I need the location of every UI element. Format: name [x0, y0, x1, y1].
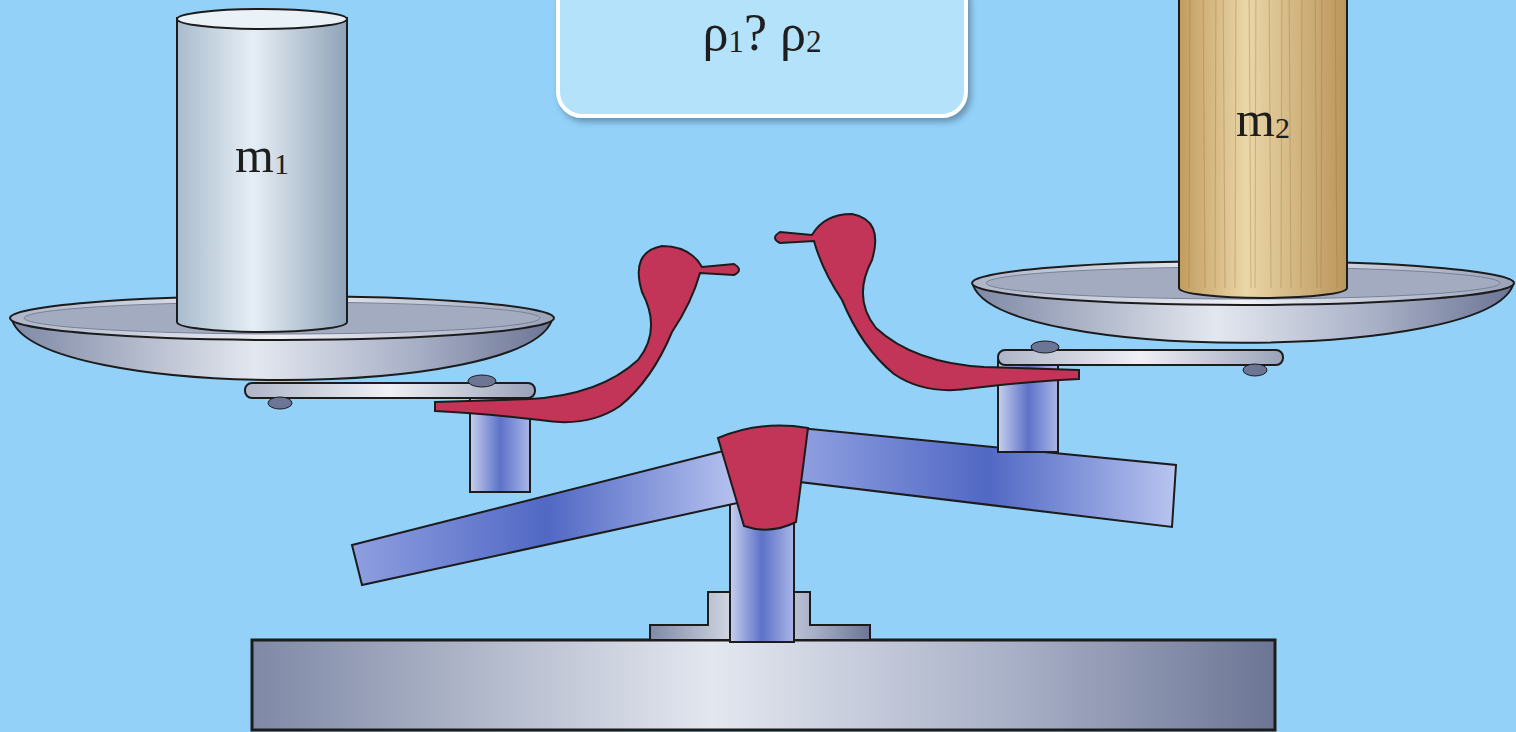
wood-grain [1203, 0, 1205, 288]
cylinder-body [1179, 0, 1347, 298]
cylinder-top [177, 9, 347, 29]
wood-grain [1189, 0, 1190, 288]
mass-cylinder: m2 [1178, 0, 1348, 300]
wood-grain [1321, 0, 1322, 288]
bolt [1031, 341, 1059, 353]
question-box: ρ1? ρ2 [556, 0, 968, 118]
beam-pivot [718, 426, 808, 530]
mass-label: m1 [176, 126, 348, 193]
question-text: ρ1? ρ2 [560, 3, 964, 72]
wood-grain [1281, 0, 1282, 288]
wood-grain [1235, 0, 1236, 288]
wood-grain [1301, 0, 1302, 288]
scale-base [252, 640, 1275, 730]
mass-label: m2 [1178, 90, 1348, 157]
wood-grain [1289, 0, 1291, 288]
cylinder-outline [1178, 0, 1348, 300]
beam-right-arm [800, 428, 1176, 527]
wood-grain [1223, 0, 1225, 288]
wood-grain [1335, 0, 1337, 288]
wood-grain [1215, 0, 1216, 288]
mass-cylinder: m1 [176, 8, 348, 334]
wood-grain [1315, 0, 1317, 288]
bolt [1243, 364, 1267, 376]
bolt [468, 375, 496, 387]
beam-left-arm [352, 448, 742, 585]
cylinder-body [177, 18, 347, 332]
bolt [268, 397, 292, 409]
